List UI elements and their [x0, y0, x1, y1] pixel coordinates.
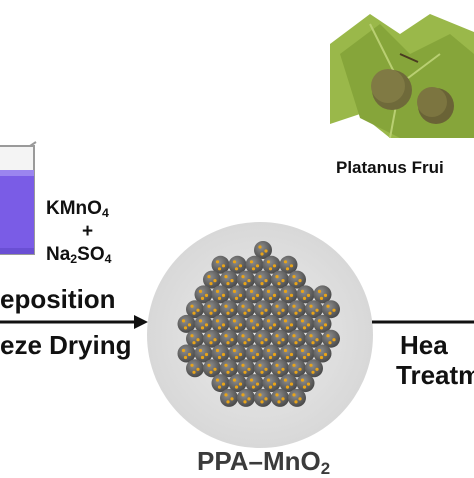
carbon-sphere	[186, 359, 204, 378]
carbon-sphere	[220, 388, 238, 407]
step-heat-treatment-line2: Treatm	[396, 360, 474, 390]
carbon-sphere	[271, 388, 289, 407]
reagent-kmno4: KMnO4	[46, 198, 109, 221]
carbon-sphere	[254, 388, 272, 407]
ppa-mno2-cluster	[147, 222, 373, 448]
arrow-right-icon	[0, 315, 148, 329]
step-deposition-label: eposition	[0, 284, 116, 314]
reagent-plus: +	[82, 221, 94, 242]
arrow-right-icon	[372, 320, 474, 324]
step-freeze-drying-label: eze Drying	[0, 330, 132, 360]
platanus-fruit-photo	[330, 14, 474, 138]
carbon-sphere	[288, 388, 306, 407]
step-heat-treatment-line1: Hea	[400, 330, 448, 360]
carbon-sphere	[237, 388, 255, 407]
reagent-na2so4: Na2SO4	[46, 244, 112, 267]
beaker-icon	[0, 141, 37, 255]
product-label: PPA–MnO2	[197, 446, 331, 478]
platanus-fruit-caption: Platanus Frui	[336, 158, 444, 177]
